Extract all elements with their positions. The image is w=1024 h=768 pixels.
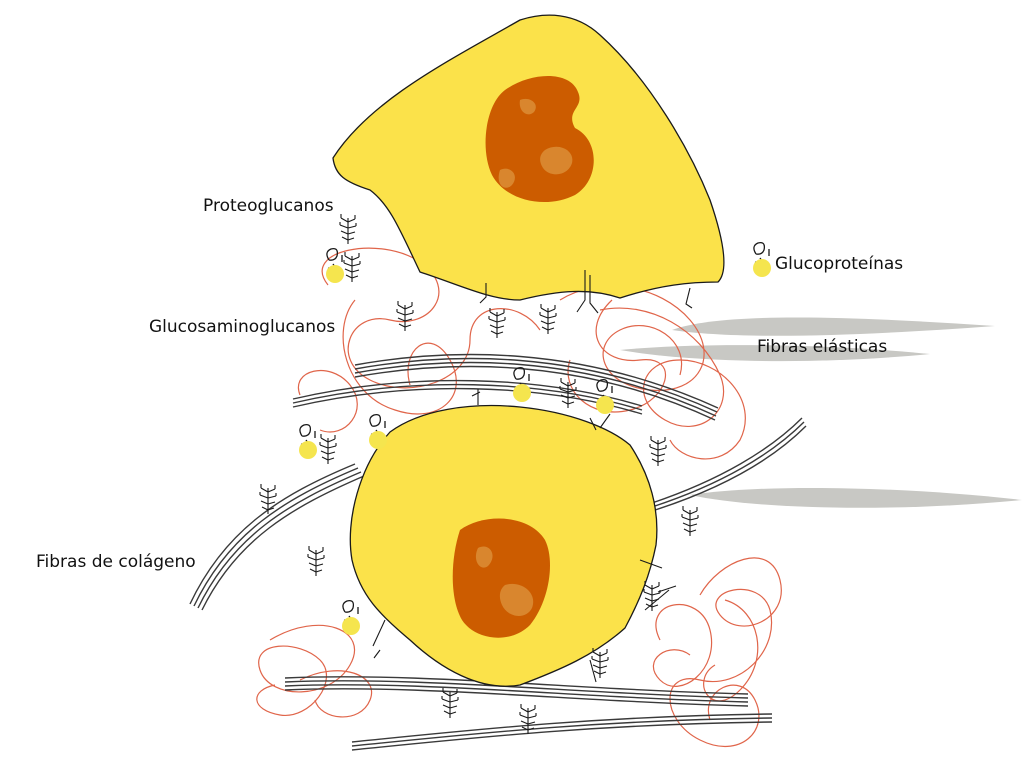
collagen-fiber: [354, 353, 719, 421]
nucleolus: [499, 583, 534, 616]
proteoglycan: [319, 433, 337, 465]
proteoglycan: [307, 545, 325, 577]
proteoglycan: [343, 251, 361, 283]
nucleolus: [475, 546, 493, 568]
collagen-fiber: [351, 713, 773, 751]
proteoglycan: [259, 483, 277, 515]
proteoglycan: [649, 435, 667, 467]
glycoprotein: [325, 247, 345, 284]
proteoglycan: [591, 647, 609, 679]
nucleolus: [540, 146, 573, 175]
proteoglycan: [396, 300, 414, 332]
glycoprotein: [368, 413, 388, 450]
proteoglycan: [681, 505, 699, 537]
nucleolus: [519, 98, 536, 115]
glycoprotein: [298, 423, 318, 460]
label-fibras-colageno: Fibras de colágeno: [36, 552, 196, 572]
elastic-fiber: [672, 317, 995, 336]
glycoprotein: [341, 599, 361, 636]
cell-bottom: [349, 404, 658, 687]
collagen-fiber: [651, 417, 807, 512]
proteoglycan: [539, 303, 557, 335]
elastic-fiber: [620, 345, 930, 362]
label-fibras-elasticas: Fibras elásticas: [757, 337, 888, 357]
proteoglycan: [559, 377, 577, 409]
label-proteoglucanos: Proteoglucanos: [203, 196, 334, 216]
elastic-fiber: [690, 487, 1022, 508]
proteoglycan: [488, 307, 506, 339]
collagen-fiber: [189, 463, 365, 611]
label-glucoproteinas: Glucoproteínas: [775, 254, 904, 274]
glycoprotein: [512, 366, 532, 403]
label-glucosaminoglucanos: Glucosaminoglucanos: [149, 317, 336, 337]
elastic-fibers: [620, 317, 1022, 508]
proteoglycan: [339, 213, 357, 245]
proteoglycan: [643, 580, 661, 612]
glycoprotein: [752, 241, 772, 278]
nucleolus: [498, 168, 515, 188]
cell-anchors: [372, 270, 693, 683]
cell-top: [332, 14, 725, 301]
glycoprotein: [595, 378, 615, 415]
